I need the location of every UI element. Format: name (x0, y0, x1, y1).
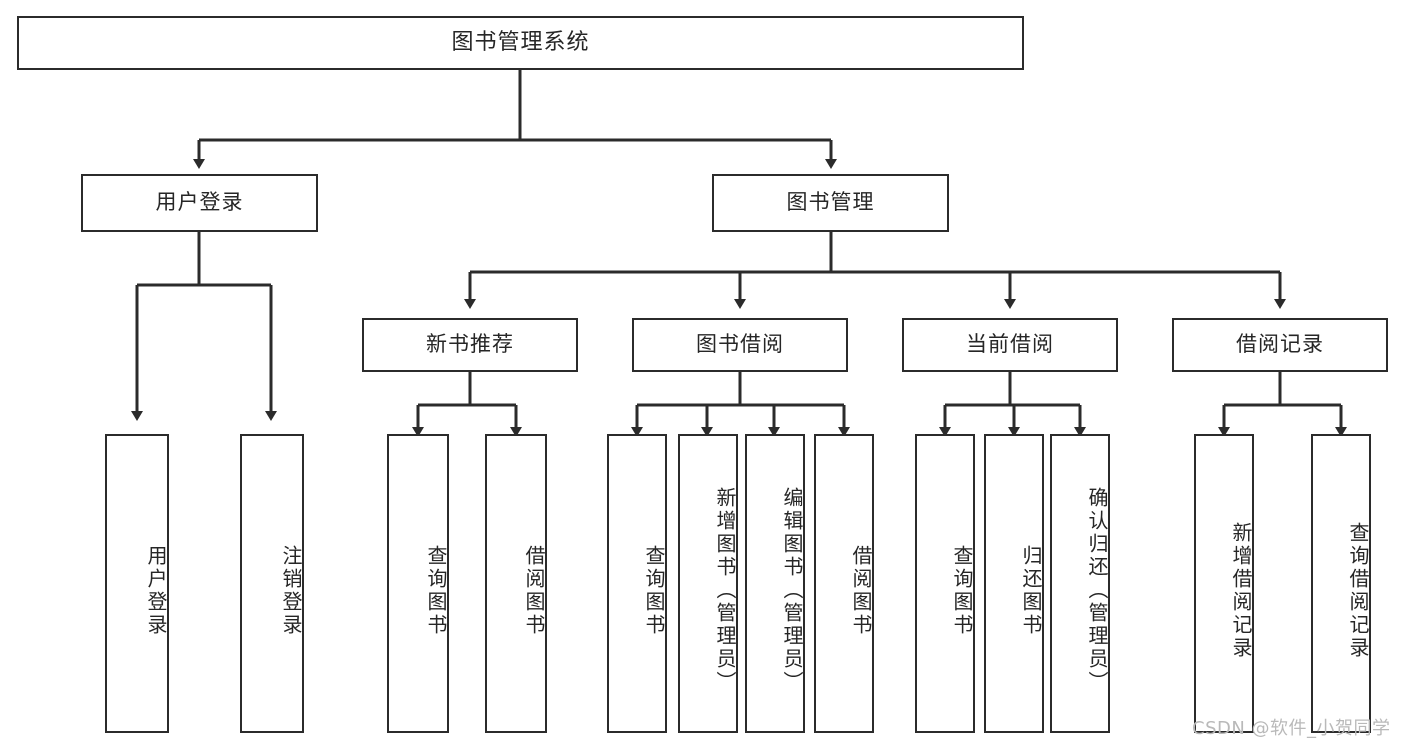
leaf-borrow-edit-book-admin[interactable]: 编辑图书（管理员） (745, 434, 805, 733)
leaf-new-book-borrow[interactable]: 借阅图书 (485, 434, 547, 733)
leaf-current-query-book[interactable]: 查询图书 (915, 434, 975, 733)
leaf-record-add-record[interactable]: 新增借阅记录 (1194, 434, 1254, 733)
leaf-current-return-book[interactable]: 归还图书 (984, 434, 1044, 733)
node-label: 借阅记录 (1236, 332, 1324, 357)
node-label: 注销登录 (279, 544, 303, 637)
node-label: 查询图书 (950, 544, 974, 637)
leaf-borrow-borrow-book[interactable]: 借阅图书 (814, 434, 874, 733)
leaf-borrow-add-book-admin[interactable]: 新增图书（管理员） (678, 434, 738, 733)
node-book-borrow[interactable]: 图书借阅 (632, 318, 848, 372)
node-label: 查询借阅记录 (1346, 521, 1370, 660)
node-borrow-record[interactable]: 借阅记录 (1172, 318, 1388, 372)
node-label: 确认归还（管理员） (1085, 487, 1109, 694)
node-label: 借阅图书 (849, 544, 873, 637)
leaf-new-book-query[interactable]: 查询图书 (387, 434, 449, 733)
node-label: 用户登录 (144, 544, 168, 637)
leaf-borrow-query-book[interactable]: 查询图书 (607, 434, 667, 733)
leaf-user-login-login[interactable]: 用户登录 (105, 434, 169, 733)
node-user-login[interactable]: 用户登录 (81, 174, 318, 232)
node-root-system[interactable]: 图书管理系统 (17, 16, 1024, 70)
node-label: 借阅图书 (522, 544, 546, 637)
node-label: 图书管理 (786, 190, 875, 215)
node-label: 图书管理系统 (451, 29, 590, 55)
leaf-current-confirm-return-admin[interactable]: 确认归还（管理员） (1050, 434, 1110, 733)
node-label: 归还图书 (1019, 544, 1043, 637)
node-label: 用户登录 (155, 190, 244, 215)
csdn-watermark: CSDN @软件_小贺同学 (1192, 718, 1391, 739)
leaf-user-login-logout[interactable]: 注销登录 (240, 434, 304, 733)
node-current-borrow[interactable]: 当前借阅 (902, 318, 1118, 372)
node-label: 当前借阅 (966, 332, 1054, 357)
node-label: 新书推荐 (426, 332, 514, 357)
node-label: 图书借阅 (696, 332, 784, 357)
node-label: 编辑图书（管理员） (780, 487, 804, 694)
leaf-record-query-record[interactable]: 查询借阅记录 (1311, 434, 1371, 733)
node-book-management[interactable]: 图书管理 (712, 174, 949, 232)
node-new-book-recommend[interactable]: 新书推荐 (362, 318, 578, 372)
node-label: 查询图书 (424, 544, 448, 637)
node-label: 新增图书（管理员） (713, 487, 737, 694)
node-label: 新增借阅记录 (1229, 521, 1253, 660)
node-label: 查询图书 (642, 544, 666, 637)
